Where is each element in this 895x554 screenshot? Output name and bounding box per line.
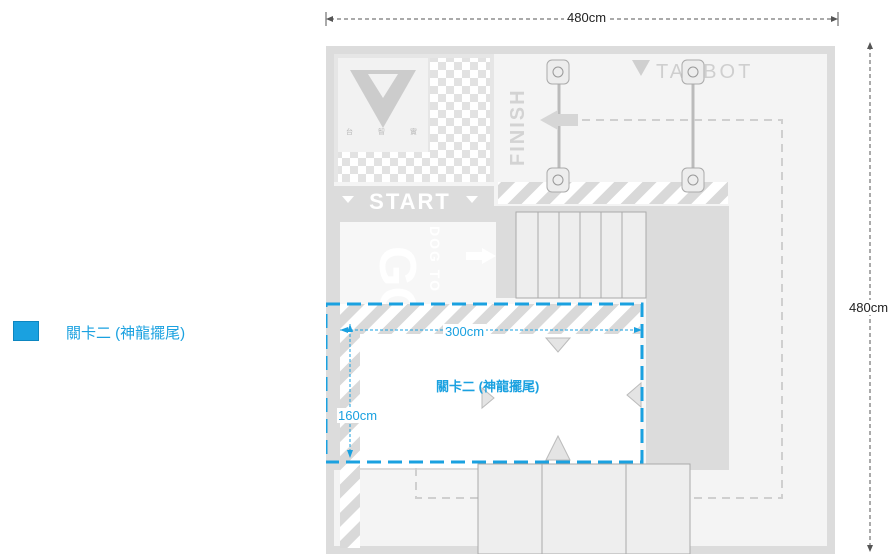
dog-to-label: DOG TO: [427, 226, 443, 293]
logo-caption-3: 實: [410, 127, 417, 136]
logo-caption-2: 智: [378, 127, 385, 136]
height-dimension-label: 480cm: [846, 300, 892, 315]
zone-two-width-label: 300cm: [443, 324, 487, 339]
stairs-obstacle: [515, 211, 647, 299]
legend-swatch: [13, 321, 39, 341]
start-label: START: [369, 189, 451, 214]
zone-two-title: 關卡二 (神龍擺尾): [436, 379, 540, 394]
bottom-blocks-obstacle: [477, 463, 691, 554]
legend-label: 關卡二 (神龍擺尾): [66, 325, 186, 342]
taiibot-logo-icon: [350, 70, 416, 128]
width-dimension-label: 480cm: [564, 10, 610, 25]
finish-label: FINISH: [507, 88, 529, 166]
finish-gate-right: [681, 59, 705, 193]
brand-name: TAIIBOT: [656, 61, 753, 83]
zone-two-outline: [326, 302, 644, 464]
track-map: 台 智 實 START FINISH TAIIBOT GO DOG TO: [326, 46, 835, 554]
brand-logo-icon: [632, 60, 650, 76]
zone-two-height-label: 160cm: [337, 408, 379, 423]
logo-caption-1: 台: [346, 127, 353, 136]
